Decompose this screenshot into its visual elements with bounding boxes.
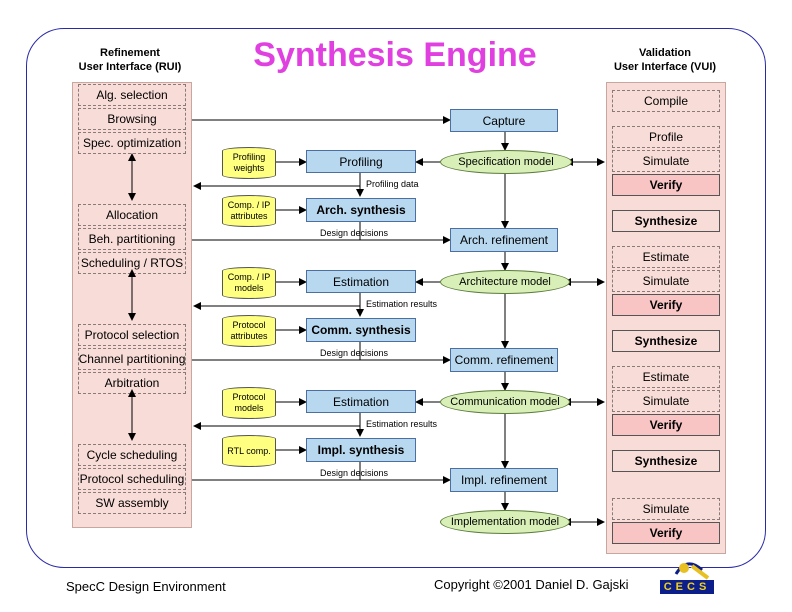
impl-refinement-box[interactable]: Impl. refinement (450, 468, 558, 492)
implementation-model-ellipse[interactable]: Implementation model (440, 510, 570, 534)
profiling-data-label: Profiling data (366, 179, 419, 189)
estimation-box[interactable]: Estimation (306, 390, 416, 413)
vui-verify[interactable]: Verify (612, 294, 720, 316)
capture-box[interactable]: Capture (450, 109, 558, 132)
rui-protocol-selection[interactable]: Protocol selection (78, 324, 186, 346)
spec-model-ellipse[interactable]: Specification model (440, 150, 572, 174)
vui-compile[interactable]: Compile (612, 90, 720, 112)
rui-protocol-scheduling[interactable]: Protocol scheduling (78, 468, 186, 490)
arch-refinement-box[interactable]: Arch. refinement (450, 228, 558, 252)
comm-refinement-box[interactable]: Comm. refinement (450, 348, 558, 372)
profiling-weights-db: Profiling weights (222, 147, 276, 179)
comp-ip-attributes-db: Comp. / IP attributes (222, 195, 276, 227)
profiling-box[interactable]: Profiling (306, 150, 416, 173)
rui-header: Refinement User Interface (RUI) (60, 46, 200, 74)
vui-estimate[interactable]: Estimate (612, 366, 720, 388)
estimation-results-label: Estimation results (366, 299, 438, 309)
vui-title-line2: User Interface (VUI) (613, 61, 717, 73)
impl-synthesis-box[interactable]: Impl. synthesis (306, 438, 416, 462)
vui-verify[interactable]: Verify (612, 414, 720, 436)
cecs-logo-icon (660, 562, 714, 594)
design-decisions-label: Design decisions (320, 348, 389, 358)
vui-synthesize[interactable]: Synthesize (612, 210, 720, 232)
estimation-box[interactable]: Estimation (306, 270, 416, 293)
vui-synthesize[interactable]: Synthesize (612, 450, 720, 472)
vui-simulate[interactable]: Simulate (612, 270, 720, 292)
vui-estimate[interactable]: Estimate (612, 246, 720, 268)
page-title: Synthesis Engine (253, 36, 537, 74)
cecs-logo: CECS (656, 552, 718, 596)
rui-browsing[interactable]: Browsing (78, 108, 186, 130)
rui-channel-partitioning[interactable]: Channel partitioning (78, 348, 186, 370)
footer-copyright: Copyright ©2001 Daniel D. Gajski (434, 577, 629, 592)
protocol-models-db: Protocol models (222, 387, 276, 419)
estimation-results-label: Estimation results (366, 419, 438, 429)
vui-simulate[interactable]: Simulate (612, 150, 720, 172)
vui-verify[interactable]: Verify (612, 522, 720, 544)
protocol-attributes-db: Protocol attributes (222, 315, 276, 347)
design-decisions-label: Design decisions (320, 228, 389, 238)
rui-alg-selection[interactable]: Alg. selection (78, 84, 186, 106)
architecture-model-ellipse[interactable]: Architecture model (440, 270, 570, 294)
arch-synthesis-box[interactable]: Arch. synthesis (306, 198, 416, 222)
vui-simulate[interactable]: Simulate (612, 390, 720, 412)
vui-header: Validation User Interface (VUI) (595, 46, 735, 74)
rui-allocation[interactable]: Allocation (78, 204, 186, 226)
communication-model-ellipse[interactable]: Communication model (440, 390, 570, 414)
outer-frame (26, 28, 766, 568)
comp-ip-models-db: Comp. / IP models (222, 267, 276, 299)
rtl-comp-db: RTL comp. (222, 435, 276, 467)
vui-profile[interactable]: Profile (612, 126, 720, 148)
rui-cycle-scheduling[interactable]: Cycle scheduling (78, 444, 186, 466)
vui-synthesize[interactable]: Synthesize (612, 330, 720, 352)
rui-title-line1: Refinement (100, 47, 160, 59)
cecs-logo-text: CECS (663, 581, 711, 593)
rui-title-line2: User Interface (RUI) (78, 61, 182, 73)
rui-beh-partitioning[interactable]: Beh. partitioning (78, 228, 186, 250)
design-decisions-label: Design decisions (320, 468, 389, 478)
footer-left: SpecC Design Environment (66, 579, 226, 594)
rui-sw-assembly[interactable]: SW assembly (78, 492, 186, 514)
vui-simulate[interactable]: Simulate (612, 498, 720, 520)
comm-synthesis-box[interactable]: Comm. synthesis (306, 318, 416, 342)
vui-title-line1: Validation (639, 47, 691, 59)
vui-verify[interactable]: Verify (612, 174, 720, 196)
